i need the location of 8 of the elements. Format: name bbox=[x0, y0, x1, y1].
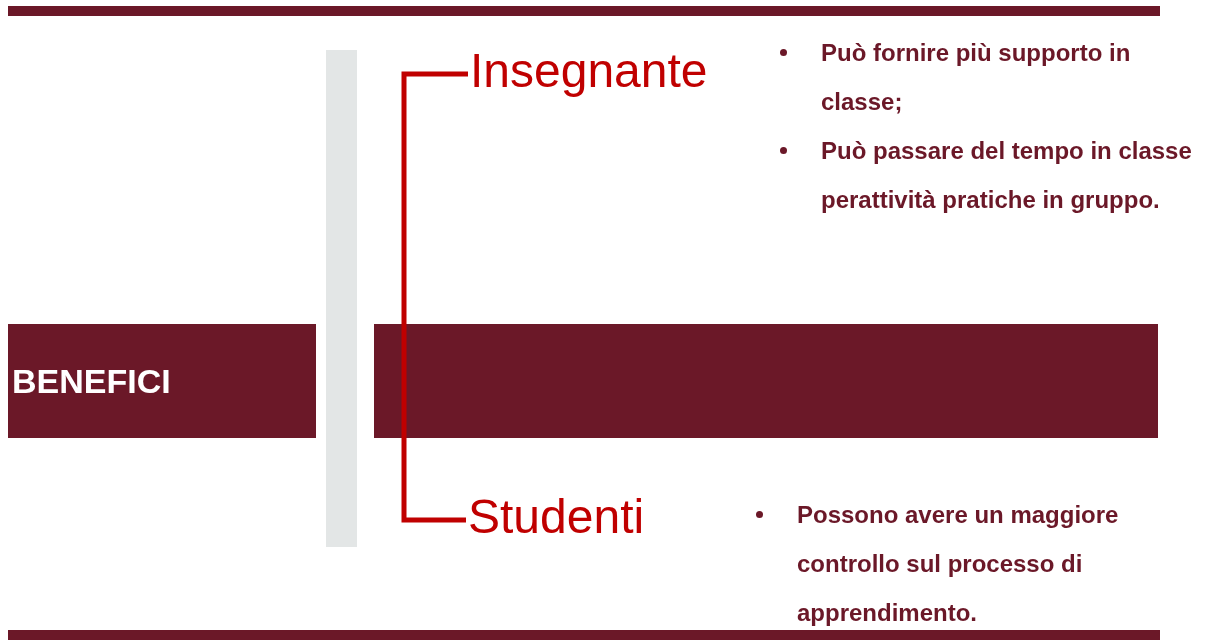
bullet-text: Può fornire più supporto in classe; bbox=[821, 38, 1132, 117]
heading-label: Studenti bbox=[468, 486, 645, 548]
heading-label: Insegnante bbox=[470, 40, 708, 102]
label-band: BENEFICI bbox=[8, 324, 316, 438]
bullet-text: Possono avere un maggiore controllo sul processo di apprendimento. bbox=[797, 500, 1120, 628]
vertical-bar bbox=[326, 50, 357, 547]
bullet-text: Può passare del tempo in classe perattività pratiche in gruppo. bbox=[821, 136, 1193, 215]
banner-bar bbox=[374, 324, 1158, 438]
